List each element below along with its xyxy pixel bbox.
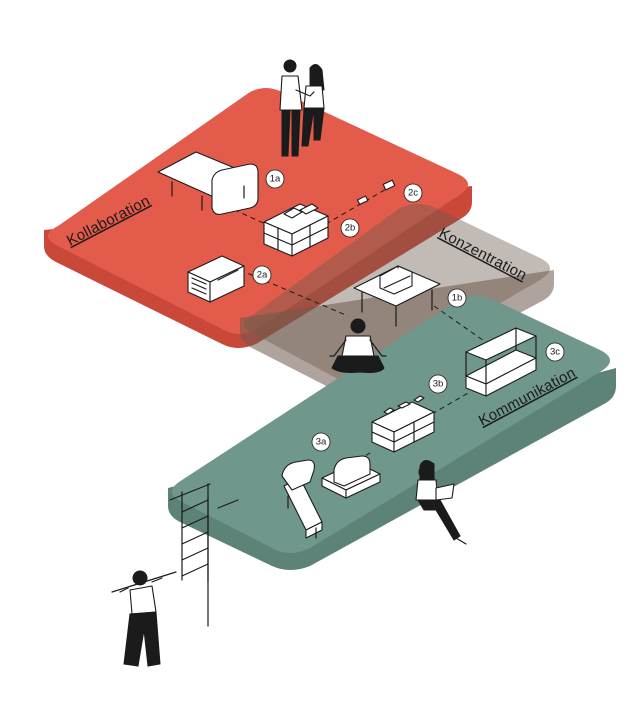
svg-text:3c: 3c: [550, 347, 560, 358]
svg-text:2c: 2c: [408, 188, 418, 199]
svg-text:2b: 2b: [345, 223, 356, 234]
sideboard-3b: [371, 395, 435, 453]
meditating-person-figure: [329, 318, 387, 373]
svg-text:2a: 2a: [257, 270, 268, 281]
svg-text:1a: 1a: [270, 174, 281, 185]
svg-text:1b: 1b: [452, 293, 463, 304]
badge-2b: 2b: [340, 218, 360, 238]
badge-2c: 2c: [403, 183, 423, 203]
connector-2b-2c: [325, 187, 389, 225]
desk-1b: [353, 265, 441, 327]
svg-text:3a: 3a: [316, 437, 327, 448]
person-stretching-with-bar-figure: [111, 570, 177, 667]
wall-ladder: [169, 483, 239, 627]
badge-1b: 1b: [447, 288, 467, 308]
lounge-sofas-3a: [281, 455, 381, 539]
standing-couple-figure: [279, 59, 325, 157]
badge-1a: 1a: [265, 169, 285, 189]
badge-2a: 2a: [252, 265, 272, 285]
badge-3b: 3b: [428, 374, 448, 394]
cabinet-2a: [187, 255, 245, 303]
connector-1a-2b: [225, 205, 271, 227]
badge-3c: 3c: [545, 342, 565, 362]
table-booth-1a: [157, 151, 259, 215]
connector-3b-3c: [431, 391, 471, 415]
shelf-3c: [465, 327, 537, 397]
badge-3a: 3a: [311, 432, 331, 452]
svg-text:3b: 3b: [433, 379, 444, 390]
shelf-cube-2b: [263, 203, 329, 257]
small-items-2c: [356, 179, 396, 205]
seated-person-with-laptop-figure: [415, 460, 467, 545]
kollaboration-platform-top: [48, 88, 468, 334]
